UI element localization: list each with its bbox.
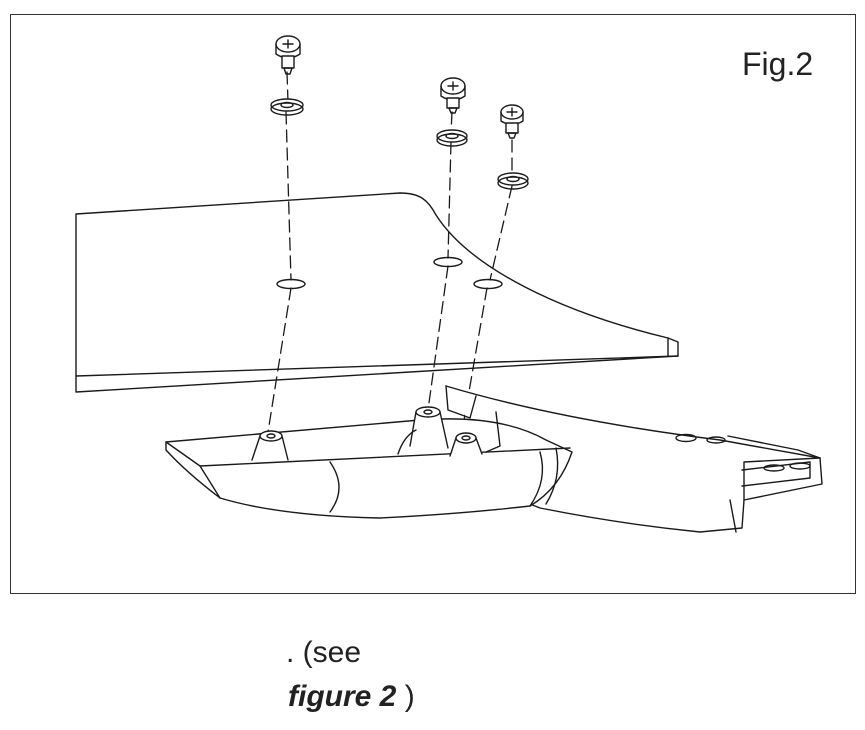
figure-reference: figure 2 (288, 680, 397, 713)
screw-3 (500, 104, 524, 139)
screw-2 (440, 77, 466, 114)
washer-1 (270, 98, 304, 116)
washer-2 (436, 129, 468, 147)
tabletop-panel (75, 192, 679, 393)
base-bracket (165, 385, 823, 533)
assembly-diagram (75, 35, 823, 533)
figure-label: Fig.2 (742, 46, 814, 82)
caption-figure-ref: figure 2 ) (288, 680, 415, 714)
caption-prefix: . (see (286, 636, 362, 669)
washer-3 (497, 172, 529, 190)
caption-suffix: ) (396, 680, 415, 713)
screw-1 (275, 35, 301, 75)
panel-hole (473, 278, 503, 290)
